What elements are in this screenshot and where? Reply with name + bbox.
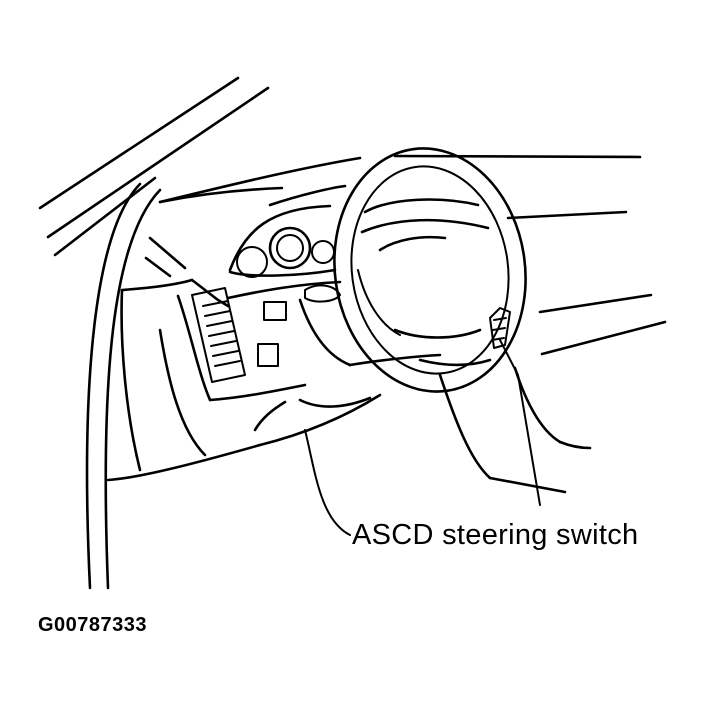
left-dash-panel [120,278,307,402]
lower-dashboard [106,288,382,482]
ascd-switch [489,307,511,349]
figure-id: G00787333 [38,614,148,636]
windshield-pillar [38,76,270,590]
ascd-steering-switch-label: ASCD steering switch [352,519,639,551]
steering-wheel [333,147,527,393]
center-controls [226,280,442,367]
leader-lines [304,339,541,536]
instrument-cluster [228,184,347,278]
dashboard-top [144,154,667,356]
steering-column [438,366,592,494]
